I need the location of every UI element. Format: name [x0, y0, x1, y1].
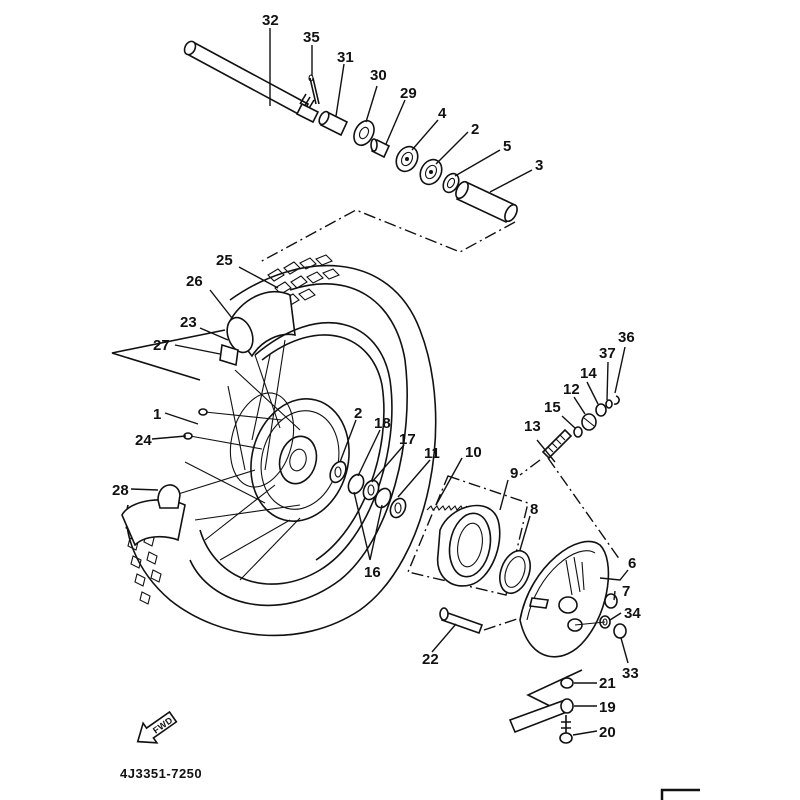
callout-24: 24 — [135, 432, 152, 449]
callout-35: 35 — [303, 29, 320, 46]
fwd-label: FWD — [151, 715, 175, 736]
part-17b-clutch[interactable] — [372, 486, 393, 510]
part-10-spring[interactable] — [426, 505, 468, 511]
part-14-washer[interactable] — [595, 403, 607, 417]
part-29-collar[interactable] — [370, 138, 391, 159]
callout-3: 3 — [535, 157, 543, 174]
part-4-bearing[interactable] — [392, 143, 422, 175]
callout-16: 16 — [364, 564, 381, 581]
assembly-line-gear — [519, 457, 621, 561]
corner-mark — [660, 788, 700, 800]
callout-26: 26 — [186, 273, 203, 290]
callout-10: 10 — [465, 444, 482, 461]
part-1-spokes[interactable] — [174, 339, 301, 581]
bracket-wheel-left — [111, 329, 226, 381]
part-19-camshaft-lever[interactable] — [508, 698, 574, 734]
callout-8: 8 — [530, 501, 538, 518]
part-6-brake-plate[interactable] — [519, 540, 610, 658]
part-36-circlip[interactable] — [613, 395, 620, 405]
callout-1: 1 — [153, 406, 161, 423]
callout-2-hub: 2 — [354, 405, 362, 422]
part-28-rim[interactable] — [199, 321, 393, 585]
callout-12: 12 — [563, 381, 580, 398]
part-2-bearing-axle[interactable] — [416, 156, 446, 188]
wheel-assembly — [121, 254, 437, 637]
callout-5: 5 — [503, 138, 511, 155]
part-22-camshaft[interactable] — [439, 607, 484, 635]
part-21-nut[interactable] — [560, 677, 574, 689]
callout-23: 23 — [180, 314, 197, 331]
part-25-tire[interactable] — [121, 254, 437, 637]
callout-2-axle: 2 — [471, 121, 479, 138]
callout-13: 13 — [524, 418, 541, 435]
part-31-collar[interactable] — [317, 110, 349, 137]
callout-17: 17 — [399, 431, 416, 448]
hub — [229, 392, 350, 522]
axle-assembly — [182, 39, 519, 224]
brake-shoe-kit-box — [407, 475, 529, 596]
part-7-cap[interactable] — [604, 593, 618, 609]
callout-30: 30 — [370, 67, 387, 84]
assembly-line-camshaft — [483, 617, 521, 631]
callout-29: 29 — [400, 85, 417, 102]
part-5-oil-seal[interactable] — [440, 171, 462, 195]
callout-6: 6 — [628, 555, 636, 572]
callout-37: 37 — [599, 345, 616, 362]
part-13-gear[interactable] — [541, 428, 573, 460]
assembly-line-axle — [259, 209, 516, 263]
part-9-brake-shoes[interactable] — [436, 504, 501, 587]
part-12-gear[interactable] — [581, 413, 597, 431]
part-18-spacer[interactable] — [345, 472, 366, 496]
part-32-axle[interactable] — [182, 39, 320, 124]
callout-4: 4 — [438, 105, 447, 122]
part-30-oil-seal[interactable] — [350, 117, 378, 148]
callout-14: 14 — [580, 365, 597, 382]
callout-27: 27 — [153, 337, 170, 354]
part-33-nut[interactable] — [613, 623, 627, 639]
callout-31: 31 — [337, 49, 354, 66]
callout-28: 28 — [112, 482, 129, 499]
callout-19: 19 — [599, 699, 616, 716]
part-27-rim-band[interactable] — [219, 343, 239, 367]
callout-9: 9 — [510, 465, 518, 482]
part-3-collar[interactable] — [453, 180, 519, 224]
hub-bearing-stack — [327, 459, 408, 520]
callout-20: 20 — [599, 724, 616, 741]
leader-lines — [130, 28, 629, 736]
part-8-seal[interactable] — [494, 547, 535, 598]
callout-7: 7 — [622, 583, 630, 600]
callout-labels: 32 35 31 30 29 4 2 5 3 25 26 23 27 1 24 … — [112, 12, 641, 741]
callout-18: 18 — [374, 415, 391, 432]
part-35-cotter-pin[interactable] — [308, 74, 320, 105]
callout-11: 11 — [424, 445, 440, 462]
assembly-line-plate — [574, 621, 606, 626]
callout-21: 21 — [599, 675, 616, 692]
fwd-arrow-icon: FWD — [136, 710, 178, 744]
callout-25: 25 — [216, 252, 233, 269]
part-20-bolt[interactable] — [559, 715, 573, 744]
callout-36: 36 — [618, 329, 635, 346]
part-37-washer[interactable] — [605, 399, 613, 409]
part-11-oil-seal[interactable] — [387, 496, 408, 520]
catalog-code: 4J3351-7250 — [120, 766, 202, 781]
callout-22: 22 — [422, 651, 439, 668]
callout-32: 32 — [262, 12, 279, 29]
callout-34: 34 — [624, 605, 641, 622]
callout-33: 33 — [622, 665, 639, 682]
callout-15: 15 — [544, 399, 561, 416]
part-2-bearing-hub[interactable] — [327, 459, 349, 485]
part-15-washer[interactable] — [573, 426, 583, 438]
part-28-rim-lock[interactable] — [157, 484, 181, 509]
part-17-retainer[interactable] — [360, 478, 381, 502]
